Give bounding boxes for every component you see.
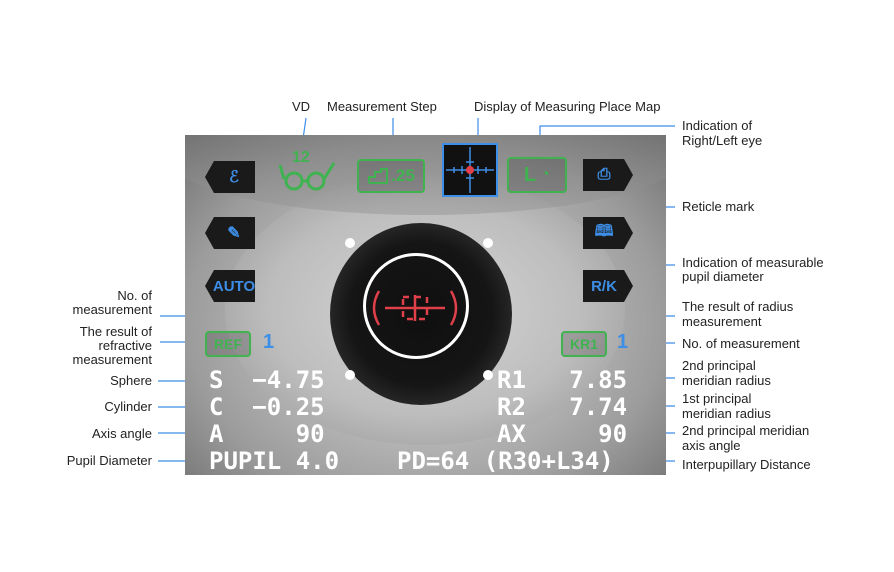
print-icon: ⎙ [597, 166, 611, 183]
axis-row: A 90 [209, 420, 325, 448]
pd-row: PD=64 (R30+L34) [397, 447, 614, 475]
label-pupil-indication-1: Indication of measurable [682, 255, 824, 270]
pencil-button[interactable]: ✎ [205, 217, 255, 249]
label-cylinder: Cylinder [104, 399, 152, 414]
eye-indicator-letter: L [524, 163, 537, 186]
led-dot-bottom-left [345, 370, 355, 380]
ear-button[interactable]: ℰ [205, 161, 255, 193]
book-icon: 🕮 [594, 222, 614, 240]
monitor-screen: ℰ 12 .25 L ◔ ⎙ ✎ 🕮 [185, 135, 666, 475]
label-refractive-3: measurement [72, 352, 152, 367]
label-measuring-place-map: Display of Measuring Place Map [474, 99, 661, 114]
step-value: .25 [391, 166, 415, 185]
label-vd: VD [292, 99, 311, 114]
label-pupil-diameter: Pupil Diameter [66, 453, 152, 468]
led-dot-top-right [483, 238, 493, 248]
pupil-ring [363, 253, 469, 359]
kr-count: 1 [617, 331, 629, 353]
label-ipd: Interpupillary Distance [682, 457, 811, 472]
map-icon[interactable] [442, 143, 498, 197]
label-refractive-2: refractive [98, 338, 152, 353]
cylinder-row: C −0.25 [209, 393, 325, 421]
label-second-radius-2: meridian radius [682, 373, 771, 388]
label-pupil-indication-2: pupil diameter [682, 269, 764, 284]
label-measurement-step: Measurement Step [327, 99, 437, 114]
ax-row: AX 90 [497, 420, 628, 448]
led-dot-top-left [345, 238, 355, 248]
label-no-measurement-left-1: No. of [117, 288, 152, 303]
sphere-row: S −4.75 [209, 366, 325, 394]
label-reticle-mark: Reticle mark [682, 199, 755, 214]
label-axis-angle: Axis angle [92, 426, 152, 441]
label-no-measurement-left-2: measurement [72, 302, 152, 317]
print-button[interactable]: ⎙ [583, 159, 633, 191]
label-refractive-1: The result of [79, 324, 152, 339]
label-sphere: Sphere [110, 373, 152, 388]
kr-badge: KR1 [561, 331, 607, 357]
ref-count: 1 [263, 331, 275, 353]
rk-button[interactable]: R/K [583, 270, 633, 302]
ref-badge: REF [205, 331, 251, 357]
eye-indicator-icon: L ◔ [507, 157, 567, 193]
label-right-left-eye-1: Indication of [682, 118, 753, 133]
label-no-measurement-right: No. of measurement [682, 336, 800, 351]
r2-row: R2 7.74 [497, 393, 628, 421]
r1-row: R1 7.85 [497, 366, 628, 394]
label-radius-result-1: The result of radius [682, 299, 794, 314]
label-second-radius-1: 2nd principal [682, 358, 756, 373]
label-second-axis-2: axis angle [682, 438, 741, 453]
label-right-left-eye-2: Right/Left eye [682, 133, 763, 148]
label-first-radius-2: meridian radius [682, 406, 771, 421]
step-icon[interactable]: .25 [357, 159, 425, 193]
label-second-axis-1: 2nd principal meridian [682, 423, 810, 438]
label-first-radius-1: 1st principal [682, 391, 752, 406]
ear-icon: ℰ [229, 169, 239, 186]
led-dot-bottom-right [483, 370, 493, 380]
label-radius-result-2: measurement [682, 314, 762, 329]
auto-button[interactable]: AUTO [205, 270, 255, 302]
vd-glasses-icon [278, 162, 336, 191]
book-button[interactable]: 🕮 [583, 217, 633, 249]
pencil-icon: ✎ [227, 225, 241, 242]
vd-value: 12 [292, 149, 310, 166]
reticle-icon [372, 290, 458, 326]
pupil-row: PUPIL 4.0 [209, 447, 340, 475]
